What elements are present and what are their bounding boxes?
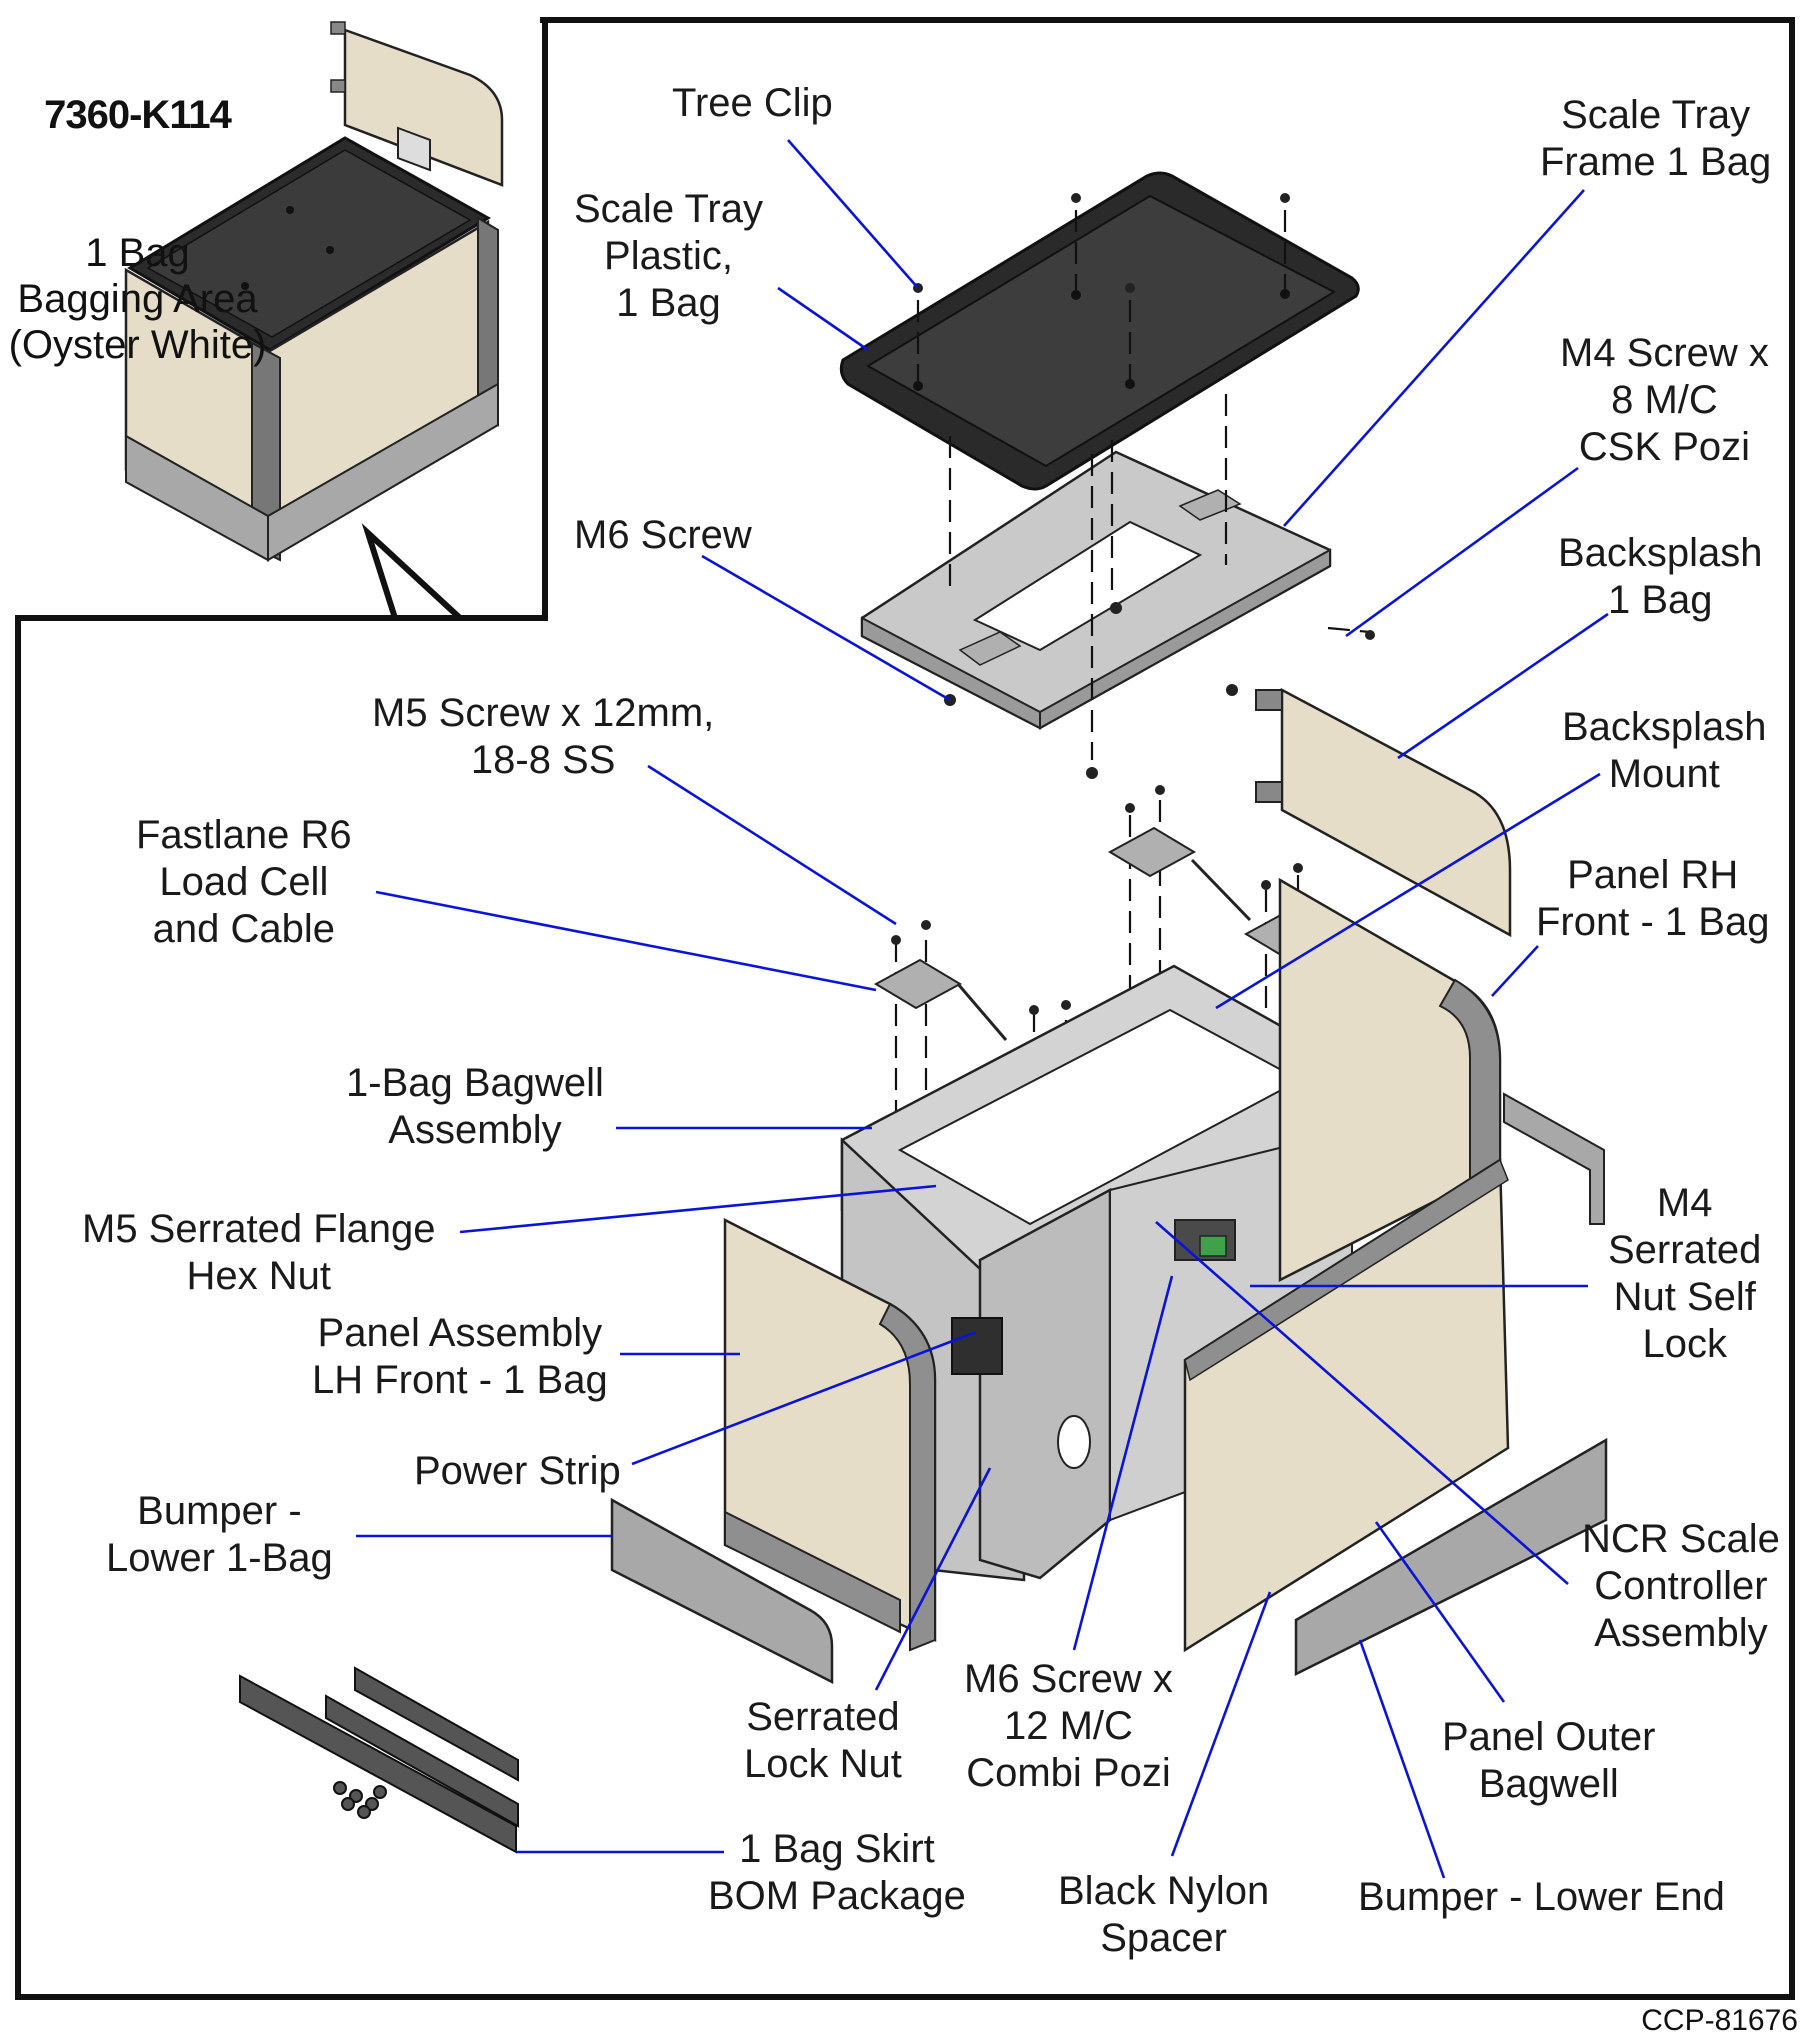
label-m5-screw: M5 Screw x 12mm, 18-8 SS [372, 691, 715, 782]
label-panel-lh-front: Panel Assembly LH Front - 1 Bag [312, 1311, 608, 1402]
leader-lines [356, 139, 1609, 1879]
label-m4-screw: M4 Screw x 8 M/C CSK Pozi [1560, 331, 1769, 469]
label-backsplash: Backsplash 1 Bag [1558, 531, 1763, 622]
label-scale-tray-frame: Scale Tray Frame 1 Bag [1540, 93, 1772, 184]
kit-description: 1 Bag Bagging Area (Oyster White) [8, 231, 267, 367]
label-bumper-lower-1bag: Bumper - Lower 1-Bag [106, 1489, 333, 1580]
bumper-lower-end [1294, 1437, 1608, 1677]
callout-pointer [361, 523, 468, 621]
label-scale-controller: NCR Scale Controller Assembly [1582, 1517, 1780, 1655]
panel-rh-front [1278, 877, 1502, 1283]
label-bumper-lower-end: Bumper - Lower End [1358, 1875, 1725, 1919]
label-tree-clip: Tree Clip [672, 81, 833, 125]
kit-label: 7360-K114 1 Bag Bagging Area (Oyster Whi… [0, 0, 275, 414]
label-bagwell-assembly: 1-Bag Bagwell Assembly [346, 1061, 604, 1152]
label-scale-tray-plastic: Scale Tray Plastic, 1 Bag [574, 187, 763, 325]
label-serrated-lock-nut: Serrated Lock Nut [744, 1695, 902, 1786]
backsplash [1255, 687, 1512, 938]
inset-assembled-unit [124, 21, 504, 562]
label-black-nylon-spacer: Black Nylon Spacer [1058, 1869, 1270, 1960]
label-backsplash-mount: Backsplash Mount [1562, 705, 1767, 796]
skirt-bom-package [239, 1666, 519, 1854]
label-m5-flange-nut: M5 Serrated Flange Hex Nut [82, 1207, 436, 1298]
label-load-cell: Fastlane R6 Load Cell and Cable [136, 813, 352, 951]
label-m4-serrated-nut: M4 Serrated Nut Self Lock [1608, 1181, 1762, 1366]
screws [891, 602, 1375, 1015]
load-cell-cables [956, 858, 1252, 1041]
scale-tray-plastic [839, 171, 1360, 491]
label-skirt-bom: 1 Bag Skirt BOM Package [708, 1827, 966, 1918]
bumper-lower-end-rh [1503, 1092, 1605, 1225]
panel-lh-front [723, 1217, 937, 1652]
panel-outer-bagwell [1183, 1157, 1510, 1653]
label-panel-outer-bagwell: Panel Outer Bagwell [1442, 1715, 1656, 1806]
label-power-strip: Power Strip [414, 1449, 621, 1493]
label-m6-screw-12: M6 Screw x 12 M/C Combi Pozi [964, 1657, 1173, 1795]
bumper-lower-1bag [610, 1497, 834, 1685]
scale-tray-frame [860, 450, 1332, 730]
callout-frame [15, 17, 1795, 2000]
kit-code: 7360-K114 [44, 93, 232, 137]
label-m6-screw: M6 Screw [574, 513, 752, 557]
figure-id: CCP-81676 [1641, 2004, 1798, 2037]
label-panel-rh-front: Panel RH Front - 1 Bag [1536, 853, 1770, 944]
